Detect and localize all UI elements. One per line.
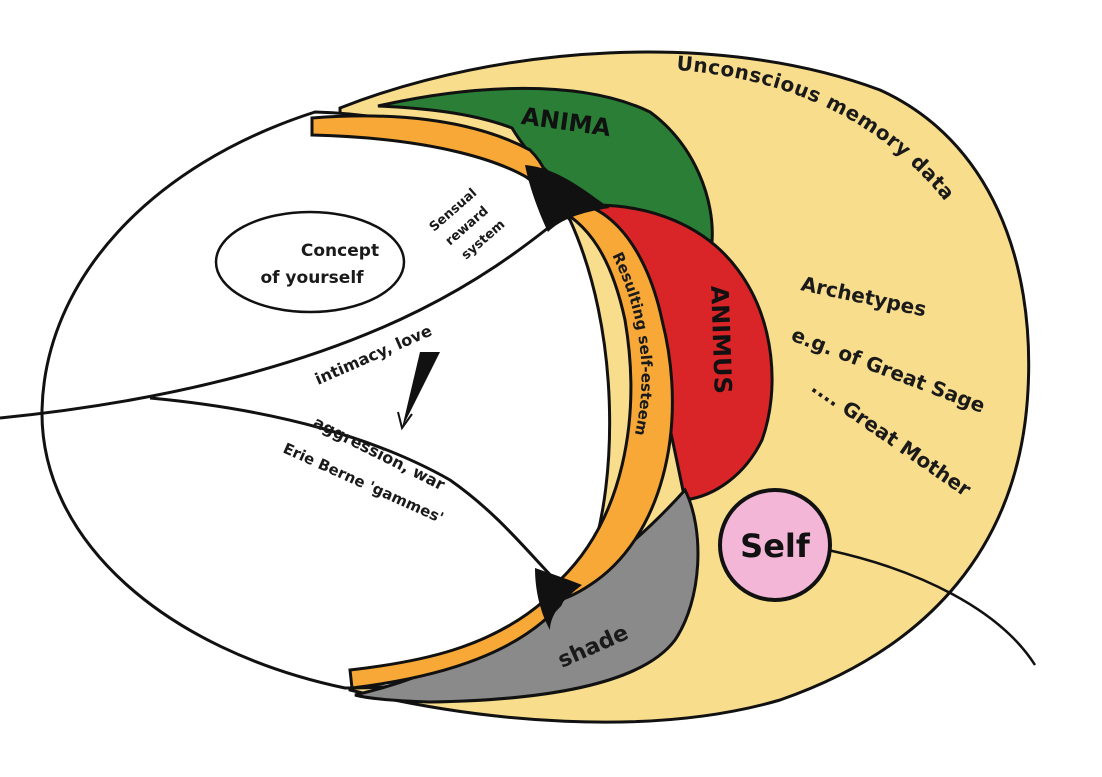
animus-label: ANIMUS bbox=[705, 285, 737, 394]
concept-label-line1: Concept bbox=[301, 241, 379, 261]
upper-junction-wedge bbox=[525, 165, 610, 232]
concept-label-line2: of yourself bbox=[260, 268, 364, 288]
concept-of-yourself-ellipse bbox=[214, 210, 406, 314]
lower-dividing-line bbox=[149, 396, 562, 587]
self-circle bbox=[718, 488, 832, 602]
self-label: Self bbox=[740, 527, 811, 565]
arrow-tip-outline-icon bbox=[397, 411, 413, 431]
lower-junction-wedge bbox=[535, 568, 582, 630]
upper-dividing-line bbox=[0, 226, 549, 420]
triangle-arrow-down-left-icon bbox=[402, 352, 440, 428]
self-connector-line bbox=[827, 548, 1037, 666]
